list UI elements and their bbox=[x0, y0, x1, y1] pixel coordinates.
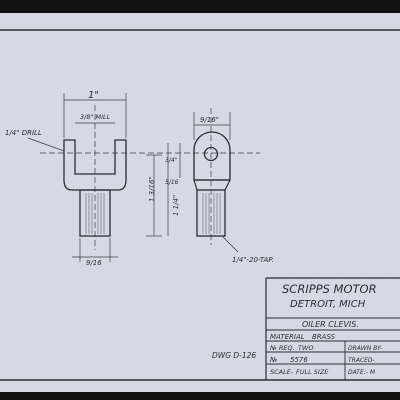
paper-texture bbox=[0, 13, 400, 392]
drawn-by: DRAWN BY- bbox=[348, 345, 382, 352]
req-value: TWO bbox=[298, 344, 314, 352]
company-name: SCRIPPS MOTOR bbox=[282, 282, 377, 296]
dim-shank-width: 9/16 bbox=[86, 259, 102, 267]
dim-tap-callout: 1/4"-20-TAP. bbox=[232, 256, 274, 264]
thread-hatch-front bbox=[85, 193, 105, 234]
dim-slot-width: 3/8" MILL bbox=[80, 113, 111, 121]
vertical-dimensions: 1 3/16" 1 1/4" 3/4" 5/16 bbox=[146, 143, 181, 237]
dim-drill-callout: 1/4" DRILL bbox=[5, 129, 42, 137]
dim-vert-top: 5/16 bbox=[165, 179, 179, 186]
scale-label: SCALE- bbox=[270, 368, 294, 376]
material-label: MATERIAL bbox=[270, 333, 305, 341]
drill-leader bbox=[27, 137, 65, 152]
front-view: 1" 3/8" MILL 1/4" DRILL 9/16 bbox=[5, 90, 260, 267]
dim-top-width: 1" bbox=[88, 90, 99, 101]
dim-vert-body: 1 1/4" bbox=[172, 195, 180, 216]
req-label: № REQ. bbox=[269, 344, 295, 352]
tap-leader bbox=[221, 235, 239, 253]
clevis-head-side bbox=[193, 131, 231, 181]
scale-value: FULL SIZE bbox=[296, 368, 329, 376]
part-name: OILER CLEVIS. bbox=[302, 320, 359, 329]
company-city: DETROIT, MICH bbox=[290, 299, 366, 310]
dim-vert-slot: 3/4" bbox=[165, 157, 178, 164]
dim-vert-total: 1 3/16" bbox=[148, 176, 156, 202]
thread-hatch-side bbox=[202, 193, 221, 234]
number-label: № bbox=[269, 356, 277, 364]
title-block: SCRIPPS MOTOR DETROIT, MICH OILER CLEVIS… bbox=[265, 277, 400, 380]
number-value: 5576 bbox=[290, 356, 308, 364]
traced: TRACED- bbox=[348, 357, 375, 364]
drawing-number: DWG D-126 bbox=[212, 351, 256, 360]
material-value: BRASS bbox=[312, 333, 336, 341]
dim-side-width: 9/16" bbox=[200, 116, 219, 124]
clevis-fork bbox=[63, 139, 127, 191]
side-view: 9/16" 1/4"-20-TAP. bbox=[193, 108, 274, 264]
date: DATE:- M bbox=[348, 369, 376, 376]
